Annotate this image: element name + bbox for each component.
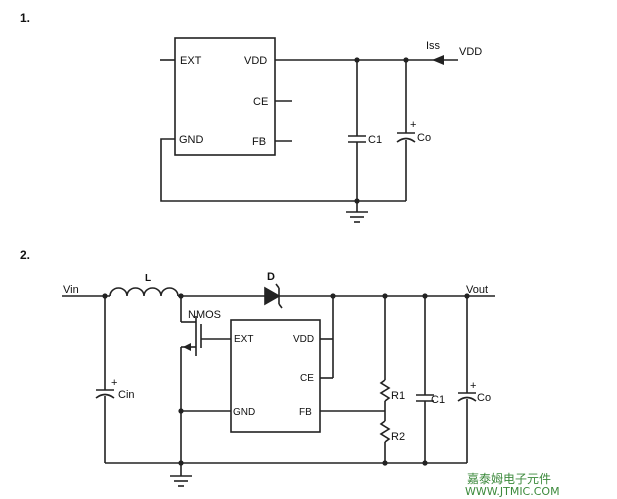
ic1-fb-label: FB [252, 136, 266, 148]
c1-2-label: C1 [431, 394, 445, 406]
junction-dot [422, 293, 428, 299]
resistor-r1 [379, 379, 391, 402]
junction-dot [178, 408, 184, 414]
iss-arrow [432, 55, 444, 65]
c1-label: C1 [368, 134, 382, 146]
junction-dot [178, 293, 184, 299]
junction-dot [382, 293, 388, 299]
iss-label: Iss [426, 40, 441, 52]
junction-dot [382, 460, 388, 466]
cin-plus: + [111, 377, 117, 389]
inductor-label: L [145, 273, 151, 284]
diode-d [264, 286, 281, 306]
co-2-plate-bottom [457, 396, 477, 402]
inductor-l [109, 287, 179, 297]
vdd-supply-label: VDD [459, 46, 482, 58]
ic2-gnd-label: GND [233, 407, 255, 418]
co-plus: + [410, 119, 416, 131]
r2-label: R2 [391, 431, 405, 443]
junction-dot [403, 57, 409, 63]
ic1-body [174, 37, 276, 156]
gnd-wire-1 [160, 138, 406, 202]
co-label: Co [417, 132, 431, 144]
diagram2-number: 2. [20, 248, 30, 262]
vout-label: Vout [466, 284, 488, 296]
watermark-chinese: 嘉泰姆电子元件 [467, 472, 552, 486]
ic1-ce-label: CE [253, 96, 268, 108]
junction-dot [464, 293, 470, 299]
cin-label: Cin [118, 389, 135, 401]
ic2-ext-label: EXT [234, 334, 253, 345]
ic2-body [230, 319, 321, 433]
junction-dot [422, 460, 428, 466]
nmos-label: NMOS [188, 309, 221, 321]
ic1-vdd-label: VDD [244, 55, 267, 67]
diode-label: D [267, 271, 275, 283]
diagram1-number: 1. [20, 11, 30, 25]
co-2-plus: + [470, 380, 476, 392]
junction-dot [102, 293, 108, 299]
ic2-ce-label: CE [300, 373, 314, 384]
ic2-fb-label: FB [299, 407, 312, 418]
co-plate-bottom [396, 137, 416, 143]
watermark-url: WWW.JTMIC.COM [465, 485, 560, 498]
junction-dot [178, 460, 184, 466]
junction-dot [354, 198, 360, 204]
junction-dot [330, 293, 336, 299]
ic2-vdd-label: VDD [293, 334, 314, 345]
vin-label: Vin [63, 284, 79, 296]
ic1-gnd-label: GND [179, 134, 204, 146]
resistor-r2 [379, 420, 391, 443]
cin-plate-bottom [95, 393, 115, 399]
junction-dot [354, 57, 360, 63]
r1-label: R1 [391, 390, 405, 402]
co-2-label: Co [477, 392, 491, 404]
ic1-ext-label: EXT [180, 55, 202, 67]
